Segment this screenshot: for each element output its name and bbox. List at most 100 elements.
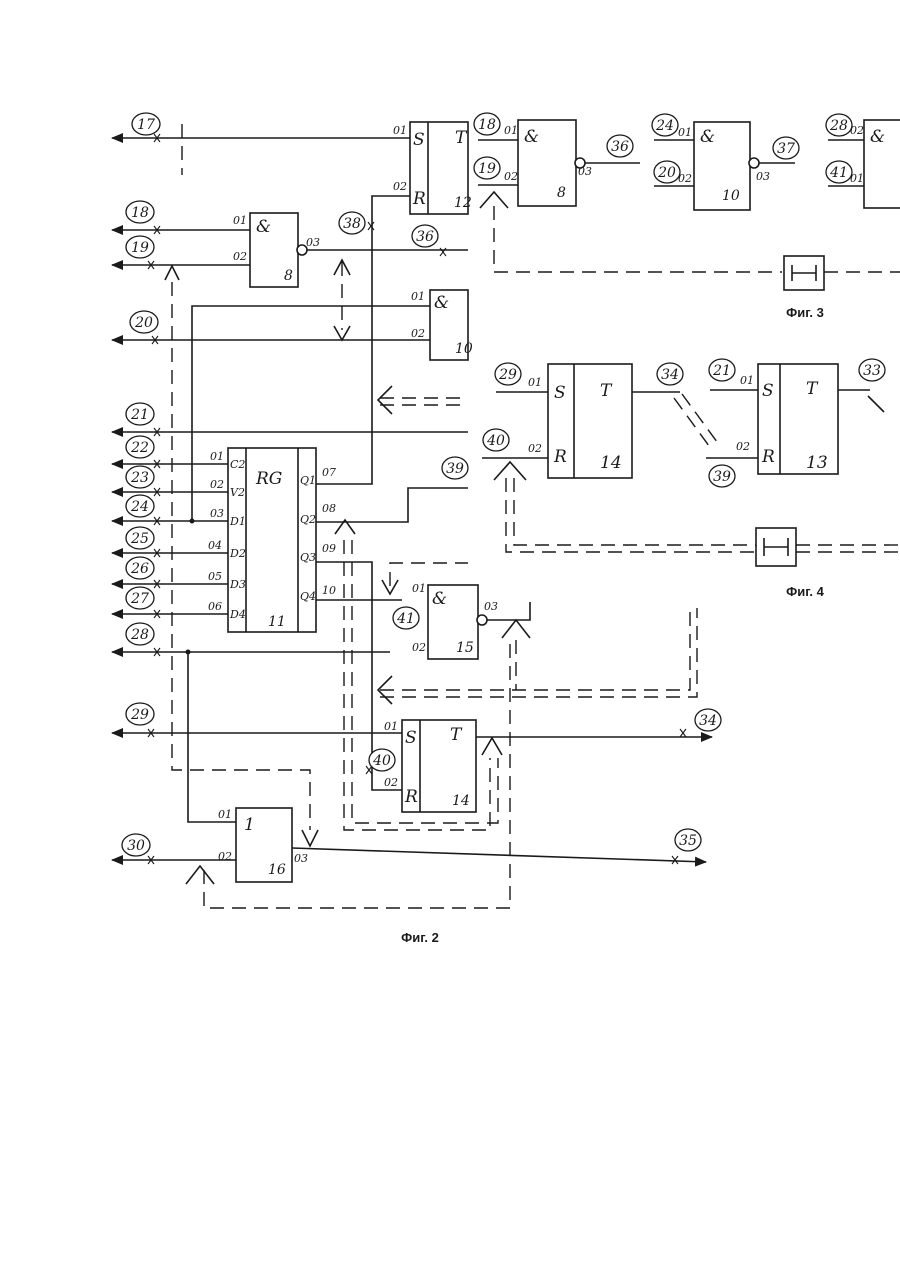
fig4-trigger-13-pin-01: 01: [740, 374, 754, 387]
trigger-14-s: S: [405, 728, 417, 748]
fig4-trigger-14-number: 14: [600, 453, 622, 473]
node-27: 27: [130, 591, 149, 607]
register-pin-10: 10: [322, 584, 336, 597]
gate-8-symbol: &: [256, 217, 271, 237]
node-20: 20: [134, 315, 153, 331]
node-21: 21: [130, 407, 149, 423]
gate-10-number: 10: [455, 341, 473, 357]
gate-16-pin-03: 03: [294, 852, 308, 865]
trigger-12-s: S: [413, 130, 425, 150]
register-pin-01: 01: [210, 450, 224, 463]
fig4-trigger-13-t: T: [806, 379, 819, 399]
fig3-node-28: 28: [829, 118, 848, 134]
node-18: 18: [131, 205, 149, 221]
register-pin-08: 08: [322, 502, 336, 515]
node-26: 26: [130, 561, 149, 577]
node-25: 25: [130, 531, 149, 547]
register-pin-06: 06: [208, 600, 222, 613]
fig3-gate-8-pin-01: 01: [504, 124, 518, 137]
trigger-12-number: 12: [454, 195, 472, 211]
gate-8-pin-01: 01: [233, 214, 247, 227]
register-11-number: 11: [268, 614, 286, 630]
register-pin-05: 05: [208, 570, 222, 583]
trigger-14-t: T: [450, 725, 463, 745]
fig3-gate-8-pin-03: 03: [578, 165, 592, 178]
fig3-gate-8-number: 8: [557, 185, 566, 201]
figure-4: S R T 14 01 02 29 40 34 S R T 13 01 02 2…: [482, 359, 900, 599]
register-pin-03: 03: [210, 507, 224, 520]
trigger-14-fig2: S R T 14 01 02 40 34: [369, 709, 721, 812]
gate-15-pin-03: 03: [484, 600, 498, 613]
gate-15-pin-02: 02: [412, 641, 426, 654]
node-40-fig2: 40: [372, 753, 391, 769]
gate-10-pin-01: 01: [411, 290, 425, 303]
fig3-gate-10-pin-03: 03: [756, 170, 770, 183]
register-q2: Q2: [300, 513, 316, 526]
fig4-trigger-13-r: R: [761, 447, 775, 467]
node-38: 38: [343, 216, 361, 232]
register-pin-02: 02: [210, 478, 224, 491]
fig3-gate-9-symbol: &: [870, 127, 885, 147]
register-pin-07: 07: [322, 466, 336, 479]
fig4-node-39: 39: [713, 469, 731, 485]
trigger-14-pin-01: 01: [384, 720, 398, 733]
register-pin-09: 09: [322, 542, 336, 555]
fig3-node-36: 36: [611, 139, 629, 155]
gate-15-number: 15: [456, 640, 474, 656]
fig4-node-40: 40: [486, 433, 505, 449]
register-d2: D2: [229, 547, 246, 560]
fig3-gate-10-number: 10: [722, 188, 740, 204]
fig3-gate-8-symbol: &: [524, 127, 539, 147]
fig4-node-21: 21: [712, 363, 731, 379]
node-19: 19: [131, 240, 149, 256]
gate-10-pin-02: 02: [411, 327, 425, 340]
node-34-fig2: 34: [699, 713, 717, 729]
gate-8-number: 8: [284, 268, 293, 284]
trigger-14-number: 14: [452, 793, 470, 809]
trigger-12-pin-02: 02: [393, 180, 407, 193]
fig3-gate-10-symbol: &: [700, 127, 715, 147]
node-22: 22: [130, 440, 149, 456]
gate-16-pin-02: 02: [218, 850, 232, 863]
fig4-trigger-13-number: 13: [806, 453, 828, 473]
fig3-node-24: 24: [655, 118, 674, 134]
gate-8-pin-03: 03: [306, 236, 320, 249]
fig3-node-20: 20: [657, 165, 676, 181]
nodes-38-36: 38 36: [339, 212, 438, 247]
register-pin-04: 04: [208, 539, 222, 552]
fig4-node-34: 34: [661, 367, 679, 383]
fig4-trigger-14-s: S: [554, 383, 566, 403]
register-d1: D1: [229, 515, 246, 528]
gate-10-symbol: &: [434, 293, 449, 313]
register-d3: D3: [229, 578, 246, 591]
fig2-caption: Фиг. 2: [401, 930, 439, 945]
trigger-14-r: R: [404, 787, 418, 807]
register-c2: C2: [230, 458, 245, 471]
fig4-trigger-14-r: R: [553, 447, 567, 467]
fig3-gate-10-pin-01: 01: [678, 126, 692, 139]
register-q3: Q3: [300, 551, 316, 564]
gate-16-symbol: 1: [244, 815, 255, 835]
register-d4: D4: [229, 608, 246, 621]
register-q1: Q1: [300, 474, 316, 487]
fig4-node-33: 33: [863, 363, 881, 379]
gate-15-pin-01: 01: [412, 582, 426, 595]
fig4-node-29: 29: [498, 367, 517, 383]
fig4-trigger-14-pin-02: 02: [528, 442, 542, 455]
register-q4: Q4: [300, 590, 316, 603]
fig4-trigger-14-pin-01: 01: [528, 376, 542, 389]
node-24: 24: [130, 499, 149, 515]
trigger-14-pin-02: 02: [384, 776, 398, 789]
trigger-12-r: R: [412, 189, 426, 209]
gate-16-pin-01: 01: [218, 808, 232, 821]
node-35: 35: [679, 833, 697, 849]
node-41-fig2: 41: [396, 611, 415, 627]
node-29: 29: [130, 707, 149, 723]
fig3-node-41: 41: [829, 165, 848, 181]
gate-8-pin-02: 02: [233, 250, 247, 263]
node-23: 23: [130, 470, 149, 486]
fig3-node-37: 37: [777, 141, 795, 157]
node-17: 17: [137, 117, 155, 133]
register-v2: V2: [230, 486, 245, 499]
